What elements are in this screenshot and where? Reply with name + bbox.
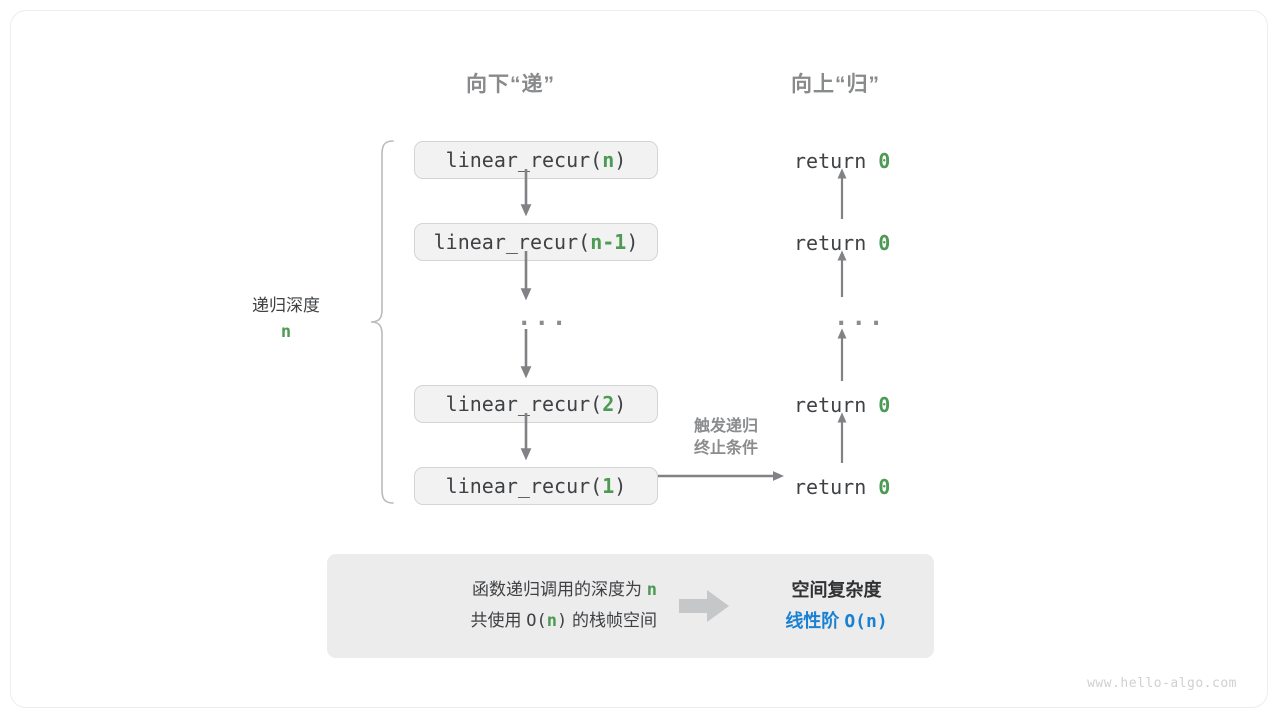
call-ellipsis: ··· [517, 309, 570, 337]
terminate-note-line2: 终止条件 [693, 440, 758, 458]
summary-conclusion-result: 线性阶 O(n) [739, 606, 934, 638]
summary-panel: 函数递归调用的深度为 n 共使用 O(n) 的栈帧空间 空间复杂度 线性阶 O(… [327, 554, 934, 658]
return-label-3-value: 0 [878, 393, 891, 417]
return-label-3: return 0 [794, 393, 890, 417]
call-box-n1-suffix: ) [626, 230, 639, 254]
summary-description: 函数递归调用的深度为 n 共使用 O(n) 的栈帧空间 [327, 575, 669, 637]
summary-conclusion-result-value: O(n) [844, 610, 888, 632]
call-box-2-suffix: ) [614, 392, 627, 416]
call-box-1-arg: 1 [602, 474, 615, 498]
return-label-2-value: 0 [878, 231, 891, 255]
call-box-n-prefix: linear_recur( [445, 148, 603, 172]
return-ellipsis: ··· [834, 309, 887, 337]
summary-conclusion-title: 空间复杂度 [791, 579, 882, 600]
summary-line-2-close: ) [557, 611, 568, 631]
summary-line-2-bigo: O( [526, 611, 547, 631]
right-block-arrow-icon [669, 588, 739, 624]
summary-line-1-text: 函数递归调用的深度为 [472, 580, 647, 600]
call-box-n-suffix: ) [614, 148, 627, 172]
column-header-ascend: 向上“归” [791, 73, 880, 96]
return-label-1-text: return [794, 149, 879, 173]
call-box-1: linear_recur(1) [414, 467, 658, 505]
summary-line-2-text: 共使用 [470, 611, 527, 630]
call-box-n-arg: n [602, 148, 615, 172]
call-box-2-arg: 2 [602, 392, 615, 416]
call-box-2: linear_recur(2) [414, 385, 658, 423]
column-header-descend: 向下“递” [466, 73, 555, 96]
recursion-depth-label: 递归深度 n [206, 293, 366, 346]
return-label-4-text: return [794, 475, 879, 499]
recursion-depth-text: 递归深度 [252, 296, 320, 315]
return-label-1: return 0 [794, 149, 890, 173]
summary-line-2: 共使用 O(n) 的栈帧空间 [327, 606, 657, 637]
call-box-1-suffix: ) [614, 474, 627, 498]
summary-conclusion: 空间复杂度 线性阶 O(n) [739, 575, 934, 637]
return-label-1-value: 0 [878, 149, 891, 173]
watermark: www.hello-algo.com [1087, 676, 1237, 691]
call-box-n1-prefix: linear_recur( [433, 230, 591, 254]
call-box-n-minus-1: linear_recur(n-1) [414, 223, 658, 261]
return-label-4-value: 0 [878, 475, 891, 499]
recursion-depth-value: n [280, 322, 292, 343]
call-box-n: linear_recur(n) [414, 141, 658, 179]
terminate-note-line1: 触发递归 [693, 418, 758, 435]
summary-line-1: 函数递归调用的深度为 n [327, 575, 657, 606]
terminate-condition-note: 触发递归 终止条件 [666, 416, 786, 461]
return-label-2: return 0 [794, 231, 890, 255]
call-box-n1-arg: n-1 [590, 230, 627, 254]
return-label-2-text: return [794, 231, 879, 255]
return-label-4: return 0 [794, 475, 890, 499]
return-label-3-text: return [794, 393, 879, 417]
summary-conclusion-result-label: 线性阶 [785, 610, 845, 631]
summary-line-2-tail: 的栈帧空间 [567, 611, 657, 630]
diagram-card: 向下“递” 向上“归” 递归深度 n linear_recur(n) linea… [10, 10, 1268, 708]
summary-line-1-n: n [646, 580, 657, 601]
call-box-2-prefix: linear_recur( [445, 392, 603, 416]
depth-brace [370, 140, 394, 504]
call-box-1-prefix: linear_recur( [445, 474, 603, 498]
summary-line-2-n: n [546, 611, 558, 631]
